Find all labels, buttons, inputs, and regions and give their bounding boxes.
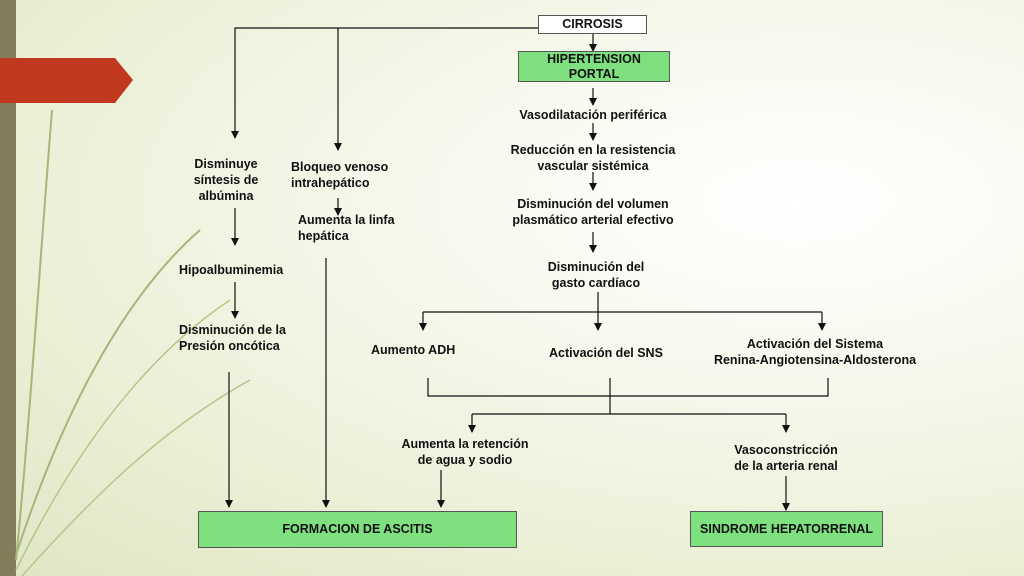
sindrome-hepatorrenal-box: SINDROME HEPATORRENAL	[690, 511, 883, 547]
formacion-ascitis-box: FORMACION DE ASCITIS	[198, 511, 517, 548]
linfa-hepatica-text: Aumenta la linfa hepática	[298, 213, 395, 243]
retencion-agua-sodio-text: Aumenta la retención de agua y sodio	[401, 437, 529, 467]
disminucion-gasto-text: Disminución del gasto cardíaco	[547, 260, 645, 290]
hipoalbuminemia-text: Hipoalbuminemia	[179, 263, 284, 277]
connector-cirrosis-albumina	[231, 27, 538, 139]
bloqueo-venoso-text: Bloqueo venoso intrahepático	[291, 160, 389, 190]
presion-oncotica-text: Disminución de la Presión oncótica	[179, 323, 286, 353]
red-arrow-banner	[0, 58, 133, 103]
connector-merge-bracket	[427, 378, 829, 397]
swoosh-line	[15, 109, 53, 561]
swoosh-line	[15, 299, 231, 571]
disminucion-volumen-text: Disminución del volumen plasmático arter…	[512, 197, 674, 227]
hipertension-portal-box: HIPERTENSION PORTAL	[518, 51, 670, 82]
left-sidebar-bar	[0, 0, 16, 576]
vasoconstriccion-text: Vasoconstricción de la arteria renal	[734, 443, 838, 473]
swoosh-line	[21, 379, 251, 576]
activacion-raa-text: Activación del Sistema Renina-Angiotensi…	[713, 337, 917, 367]
activacion-sns-text: Activación del SNS	[549, 346, 663, 360]
reduccion-resistencia-text: Reducción en la resistencia vascular sis…	[510, 143, 676, 173]
swoosh-line	[15, 229, 201, 556]
disminuye-sintesis-text: Disminuye síntesis de albúmina	[193, 157, 259, 203]
vasodilatacion-text: Vasodilatación periférica	[519, 108, 667, 122]
cirrosis-box: CIRROSIS	[538, 15, 647, 34]
aumento-adh-text: Aumento ADH	[371, 343, 456, 357]
